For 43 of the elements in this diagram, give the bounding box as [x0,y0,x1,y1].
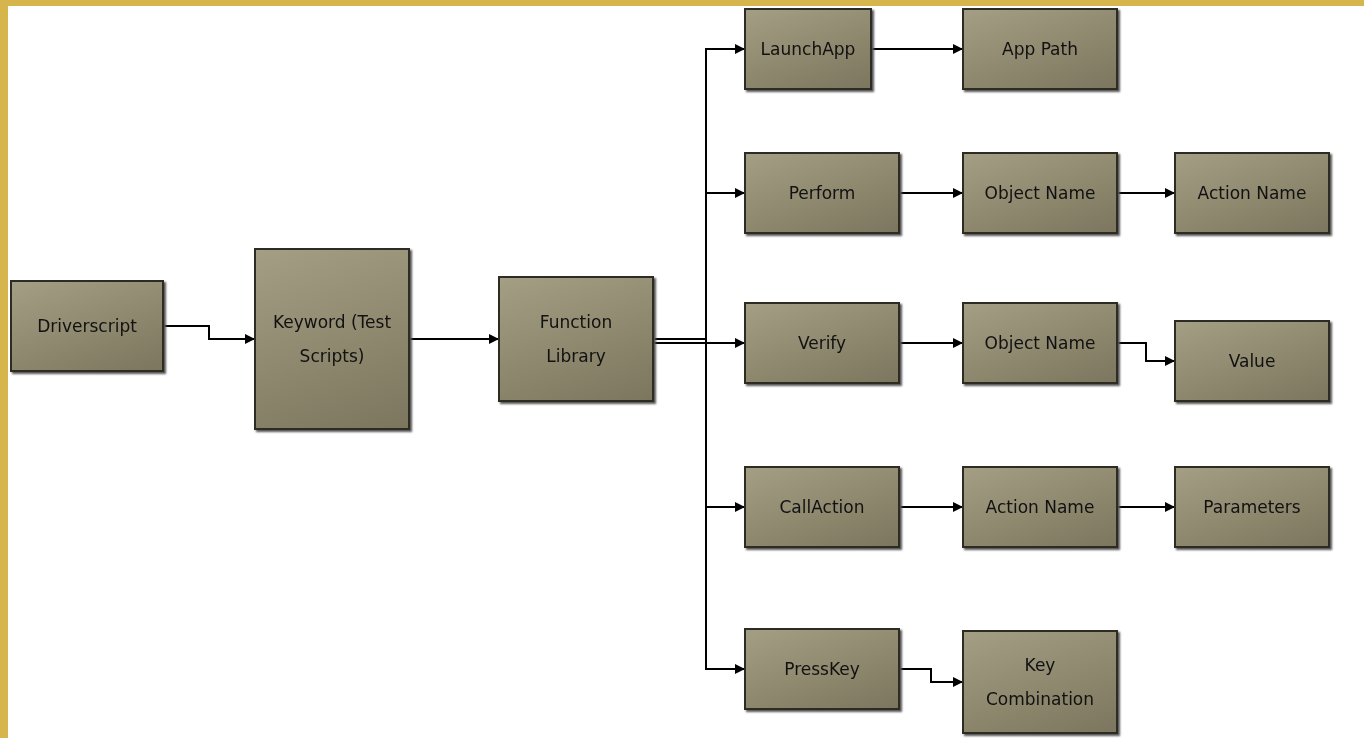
process-box [962,8,1118,90]
arrow [409,334,499,344]
box-label: Perform [788,182,856,205]
arrow [163,325,255,344]
box-label: App Path [1002,38,1078,61]
arrow [899,668,963,687]
box-label: Object Name [984,182,1096,205]
arrow [1117,188,1175,198]
arrow [899,188,963,198]
process-box [744,152,900,234]
arrow [899,338,963,348]
process-box [10,280,164,372]
box-label: Object Name [984,332,1096,355]
process-box [744,628,900,710]
process-box [744,8,872,90]
box-label: Function Library [538,311,614,368]
box-label: Value [1228,350,1276,373]
process-box [1174,466,1330,548]
process-box [744,302,900,384]
box-label: Action Name [985,496,1095,519]
process-box [962,152,1118,234]
box-label: PressKey [784,658,860,681]
arrow [1117,342,1175,366]
arrow [653,338,745,348]
process-box [1174,320,1330,402]
box-label: CallAction [779,496,865,519]
arrow [1117,502,1175,512]
process-box [962,302,1118,384]
arrow [899,502,963,512]
process-box [962,630,1118,734]
box-label: Keyword (Test Scripts) [271,311,393,368]
box-label: Verify [797,332,847,355]
arrow [871,44,963,54]
process-box [962,466,1118,548]
box-label: LaunchApp [760,38,856,61]
box-label: Key Combination [984,654,1096,711]
box-label: Action Name [1197,182,1307,205]
process-box [1174,152,1330,234]
box-label: Driverscript [37,315,137,338]
box-label: Parameters [1203,496,1301,519]
process-box [254,248,410,430]
process-box [498,276,654,402]
process-box [744,466,900,548]
